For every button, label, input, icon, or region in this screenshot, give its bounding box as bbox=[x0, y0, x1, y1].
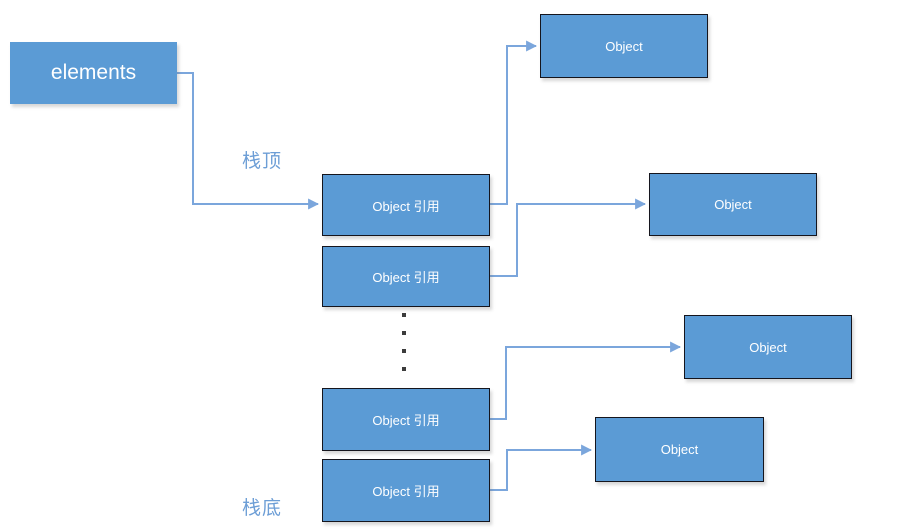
object-box-2-label: Object bbox=[714, 197, 752, 212]
elements-box-label: elements bbox=[50, 61, 137, 84]
object-box-1-label: Object bbox=[605, 38, 643, 54]
elements-box: elements bbox=[10, 42, 177, 104]
object-box-3: Object bbox=[684, 315, 852, 379]
connector-elements-to-ref1 bbox=[177, 72, 320, 210]
ellipsis-dot bbox=[402, 313, 406, 317]
ellipsis-dot bbox=[402, 349, 406, 353]
object-ref-box-3-label: Object 引用 bbox=[372, 413, 440, 428]
object-ref-box-4-label: Object 引用 bbox=[372, 484, 440, 499]
connector-ref2-to-object2 bbox=[490, 198, 647, 277]
object-box-1: Object bbox=[540, 14, 708, 78]
stack-top-label: 栈顶 bbox=[242, 151, 283, 172]
ellipsis-dot bbox=[402, 331, 406, 335]
object-box-2: Object bbox=[649, 173, 817, 236]
object-box-4: Object bbox=[595, 417, 764, 482]
object-ref-box-2-label: Object 引用 bbox=[372, 270, 440, 285]
object-ref-box-4: Object 引用 bbox=[322, 459, 490, 522]
stack-bottom-label: 栈底 bbox=[242, 498, 283, 519]
stack-ellipsis bbox=[402, 313, 406, 371]
object-ref-box-3: Object 引用 bbox=[322, 388, 490, 451]
object-box-4-label: Object bbox=[660, 442, 699, 457]
object-ref-box-1-label: Object 引用 bbox=[372, 198, 440, 214]
object-ref-box-1: Object 引用 bbox=[322, 174, 490, 236]
connector-ref3-to-object3 bbox=[490, 341, 682, 420]
ellipsis-dot bbox=[402, 367, 406, 371]
object-box-3-label: Object bbox=[749, 339, 787, 355]
connector-ref1-to-object1 bbox=[490, 40, 538, 205]
object-ref-box-2: Object 引用 bbox=[322, 246, 490, 307]
connector-ref4-to-object4 bbox=[490, 444, 593, 491]
